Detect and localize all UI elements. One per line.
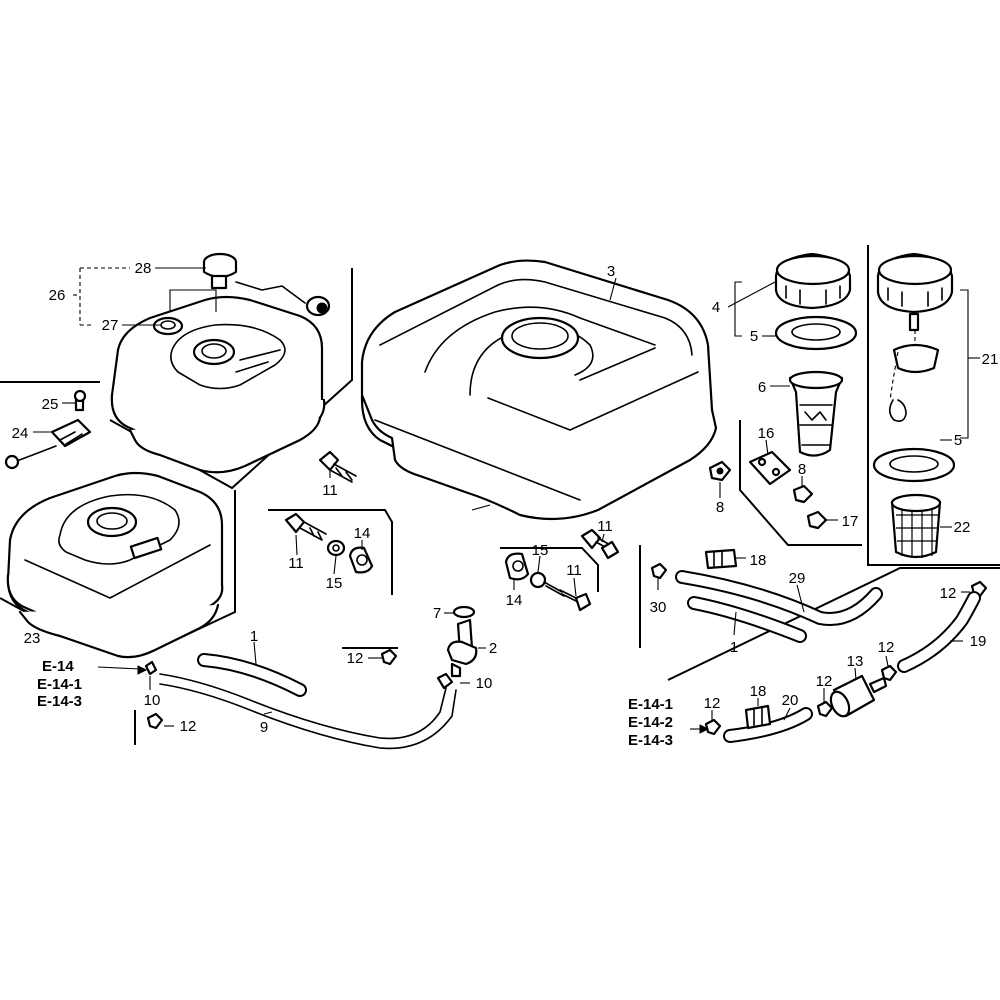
callout-10-right: 10 — [476, 675, 493, 692]
callout-4: 4 — [712, 299, 720, 316]
callout-13: 13 — [847, 653, 864, 670]
fuel-strainer[interactable] — [788, 370, 844, 457]
fuel-filter[interactable] — [827, 674, 888, 719]
fuel-tank-variant-upper[interactable] — [110, 295, 326, 474]
callout-12-mid: 12 — [347, 650, 364, 667]
callout-30: 30 — [650, 599, 667, 616]
tube-clip-10[interactable] — [144, 660, 454, 690]
fuel-cock-joint[interactable] — [446, 605, 478, 678]
fuel-hose-1-right[interactable] — [687, 596, 807, 643]
callout-1-right: 1 — [730, 639, 738, 656]
mount-bolt-b[interactable] — [580, 528, 620, 560]
callout-17: 17 — [842, 513, 859, 530]
strainer-filter[interactable] — [890, 493, 942, 559]
callout-11-mid: 11 — [566, 562, 582, 579]
fuel-tank-main[interactable] — [360, 259, 718, 521]
callout-23: 23 — [24, 630, 41, 647]
callout-14-right: 14 — [506, 592, 523, 609]
callout-27: 27 — [102, 317, 119, 334]
callout-6: 6 — [758, 379, 766, 396]
callout-11-upper: 11 — [322, 482, 338, 499]
section-references-left: E-14 E-14-1 E-14-3 — [37, 658, 82, 710]
leader-lines — [33, 267, 980, 727]
mount-rubber-b[interactable] — [504, 552, 530, 581]
hose-clips[interactable] — [146, 562, 988, 736]
callout-26: 26 — [49, 287, 66, 304]
callout-24: 24 — [12, 425, 29, 442]
callout-3: 3 — [607, 263, 615, 280]
small-nuts-right[interactable] — [708, 460, 828, 530]
mount-bolt-a[interactable] — [284, 512, 327, 541]
ref-link-left-3[interactable]: E-14-3 — [37, 693, 82, 710]
fuel-cap-with-strainer[interactable] — [876, 252, 954, 422]
callout-25: 25 — [42, 396, 59, 413]
cap-gasket-upper[interactable] — [774, 315, 858, 351]
callout-20: 20 — [782, 692, 799, 709]
fuel-tube-9[interactable] — [159, 673, 457, 750]
ref-link-right-2[interactable]: E-14-2 — [628, 714, 673, 731]
hose-joint-18-upper[interactable] — [704, 548, 738, 570]
fuel-gauge-unit[interactable] — [4, 389, 92, 470]
callout-18-upper: 18 — [750, 552, 767, 569]
callout-1-left: 1 — [250, 628, 258, 645]
section-references-right: E-14-1 E-14-2 E-14-3 — [628, 696, 673, 749]
callout-9: 9 — [260, 719, 268, 736]
callout-10-left: 10 — [144, 692, 161, 709]
callout-11-left: 11 — [288, 555, 304, 572]
callout-22: 22 — [954, 519, 971, 536]
callout-12-lower: 12 — [704, 695, 721, 712]
fuel-filler-cap[interactable] — [774, 252, 852, 310]
callout-15-right: 15 — [532, 542, 549, 559]
fuel-hose-20[interactable] — [723, 707, 813, 743]
mount-washer-a[interactable] — [326, 539, 346, 557]
fuel-tank-variant-lower[interactable] — [6, 471, 224, 659]
callout-12-far-right: 12 — [940, 585, 957, 602]
ref-link-right-3[interactable]: E-14-3 — [628, 732, 673, 749]
callout-15-left: 15 — [326, 575, 343, 592]
callout-8-right: 8 — [798, 461, 806, 478]
fuel-hose-19[interactable] — [897, 591, 981, 673]
fuel-hose-29[interactable] — [675, 570, 883, 626]
mount-rubber-a[interactable] — [348, 546, 374, 574]
mount-bolt-c[interactable] — [559, 589, 592, 612]
callout-28: 28 — [135, 260, 152, 277]
callout-7: 7 — [433, 605, 441, 622]
hose-joint-18-lower[interactable] — [744, 704, 772, 730]
callout-16: 16 — [758, 425, 775, 442]
callout-12-left: 12 — [180, 718, 197, 735]
callout-19: 19 — [970, 633, 987, 650]
callout-21: 21 — [982, 351, 999, 368]
callout-8-left: 8 — [716, 499, 724, 516]
callout-14-left: 14 — [354, 525, 371, 542]
callout-numbers: 3 28 26 27 25 24 23 4 5 6 16 8 8 17 21 5… — [12, 260, 999, 736]
mount-washer-b[interactable] — [529, 571, 565, 597]
tank-plate[interactable] — [748, 450, 792, 486]
callout-18-lower: 18 — [750, 683, 767, 700]
fuel-hose-1-left[interactable] — [197, 653, 307, 697]
callout-5-upper: 5 — [750, 328, 758, 345]
callout-29: 29 — [789, 570, 806, 587]
ref-link-left-1[interactable]: E-14 — [42, 658, 74, 675]
callout-12-filter-right: 12 — [878, 639, 895, 656]
ref-link-left-2[interactable]: E-14-1 — [37, 676, 82, 693]
callout-12-filter-left: 12 — [816, 673, 833, 690]
callout-11-right: 11 — [597, 518, 613, 535]
fuel-cap-with-gauge[interactable] — [202, 252, 331, 317]
ref-link-right-1[interactable]: E-14-1 — [628, 696, 673, 713]
cap-gasket-lower[interactable] — [872, 447, 956, 483]
tank-bolt-left[interactable] — [318, 450, 357, 483]
callout-5-lower: 5 — [954, 432, 962, 449]
callout-2: 2 — [489, 640, 497, 657]
